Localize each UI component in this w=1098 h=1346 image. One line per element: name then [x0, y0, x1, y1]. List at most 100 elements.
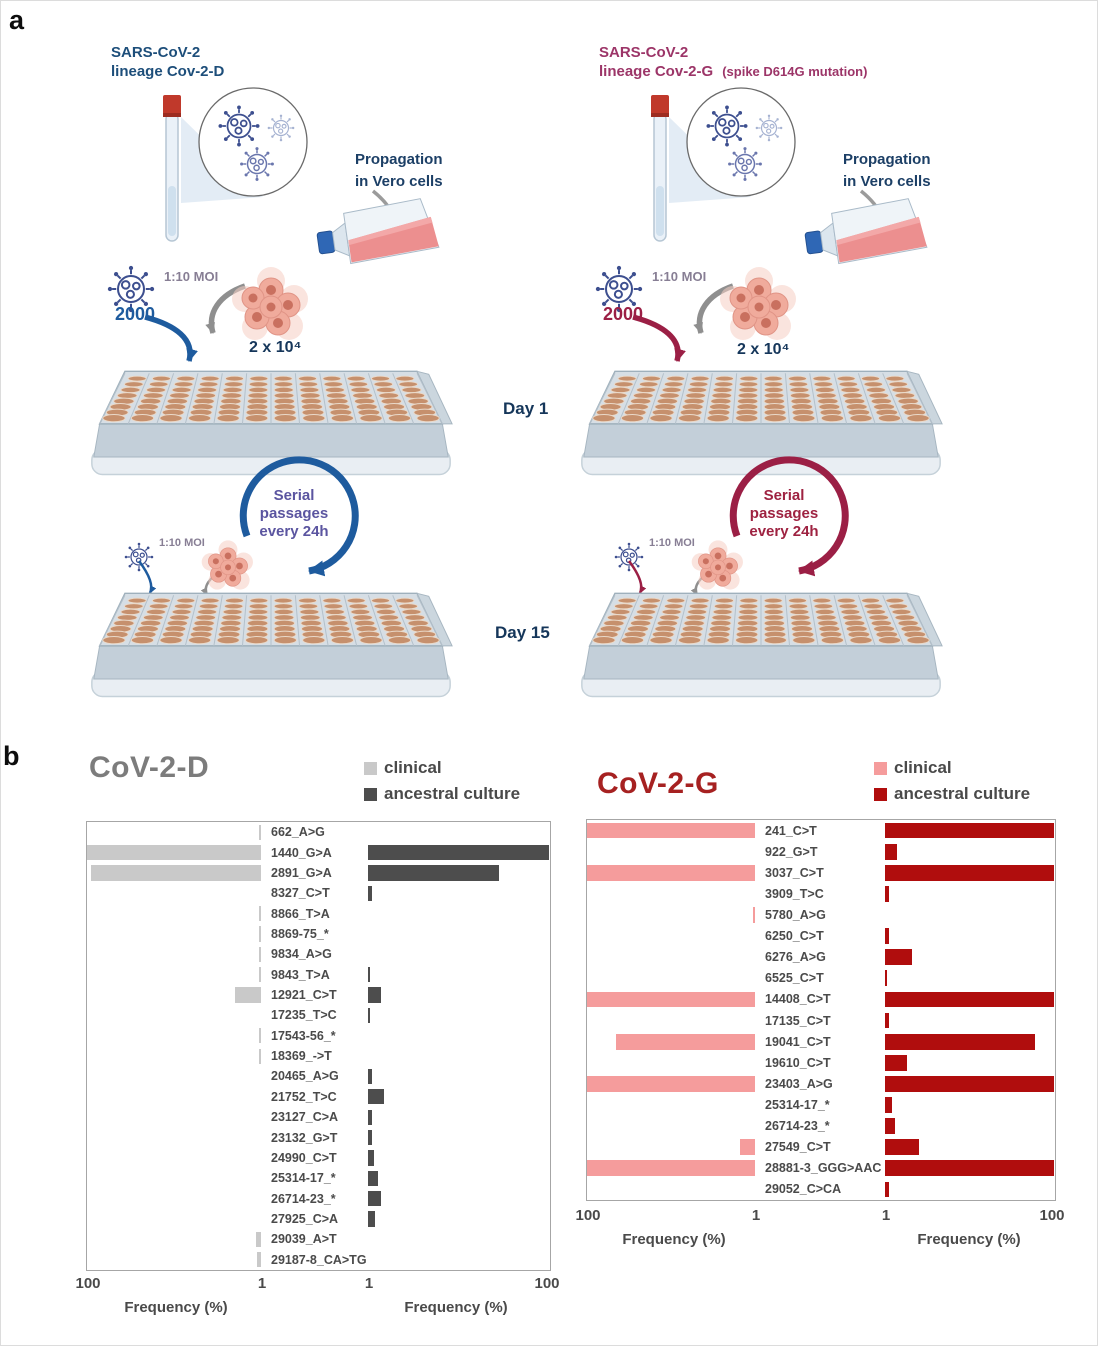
mutation-label: 5780_A>G — [765, 907, 826, 922]
ancestral-frequency-bar — [368, 1109, 372, 1125]
mutation-row: 23127_C>A — [87, 1107, 550, 1127]
tick-100-right: 100 — [1039, 1207, 1065, 1224]
inoculum-arrow-icon — [632, 314, 686, 362]
mutation-row: 1440_G>A — [87, 842, 550, 862]
ancestral-frequency-bar — [368, 1150, 374, 1166]
mutation-row: 19610_C>T — [587, 1052, 1055, 1073]
ancestral-frequency-bar — [885, 928, 889, 945]
ancestral-frequency-bar — [885, 1139, 919, 1156]
clinical-frequency-bar — [259, 905, 261, 922]
lineage-name: lineage Cov-2-G — [599, 63, 714, 80]
mutation-row: 18369_->T — [87, 1046, 550, 1066]
mutation-label: 9834_A>G — [271, 947, 332, 962]
96-well-plate-icon — [86, 583, 456, 701]
mutation-label: 26714-23_* — [271, 1191, 336, 1206]
ancestral-frequency-bar — [885, 1160, 1054, 1177]
mutation-label: 6525_C>T — [765, 971, 824, 986]
tick-1-right: 1 — [364, 1275, 374, 1292]
mutation-row: 29052_C>CA — [587, 1179, 1055, 1200]
mutation-row: 922_G>T — [587, 841, 1055, 862]
clinical-frequency-bar — [740, 1139, 755, 1156]
ancestral-frequency-bar — [885, 1012, 889, 1029]
mutation-label: 23132_G>T — [271, 1130, 338, 1145]
inoculum-arrow-icon — [144, 314, 198, 362]
mutation-row: 27549_C>T — [587, 1137, 1055, 1158]
serial-line2: passages — [749, 505, 819, 522]
mutation-row: 17543-56_* — [87, 1026, 550, 1046]
mutation-label: 29187-8_CA>TG — [271, 1252, 367, 1267]
legend-item-clinical: clinical — [364, 758, 520, 778]
ancestral-frequency-bar — [885, 949, 913, 966]
clinical-frequency-bar — [259, 946, 261, 962]
lineage-title-cov2d: SARS-CoV-2 lineage Cov-2-D — [111, 43, 224, 81]
mutation-label: 27925_C>A — [271, 1212, 339, 1226]
mutation-row: 3909_T>C — [587, 883, 1055, 904]
legend-cov2g: clinical ancestral culture — [874, 758, 1030, 804]
legend-label-ancestral: ancestral culture — [384, 784, 521, 803]
legend-swatch-clinical — [364, 761, 377, 775]
ancestral-frequency-bar — [368, 967, 370, 983]
96-well-plate-icon — [576, 583, 946, 701]
xlabel-left: Frequency (%) — [622, 1231, 726, 1248]
ancestral-frequency-bar — [885, 1033, 1036, 1050]
mutation-label: 27549_C>T — [765, 1140, 831, 1155]
mutation-label: 17135_C>T — [765, 1013, 831, 1028]
clinical-frequency-bar — [257, 1252, 261, 1268]
mutation-row: 241_C>T — [587, 820, 1055, 841]
cells-cluster-icon — [231, 265, 311, 345]
x-axis-cov2g: 100 1 1 100 Frequency (%) Frequency (%) — [575, 1207, 1064, 1267]
panel-b-label: b — [3, 741, 20, 771]
serial-passages-label: Serial passages every 24h — [239, 487, 349, 541]
chart-title-cov2g: CoV-2-G — [597, 767, 719, 800]
culture-flask-icon — [803, 195, 931, 271]
cell-count-label: 2 x 10⁴ — [737, 341, 790, 358]
mutation-label: 28881-3_GGG>AAC — [765, 1161, 882, 1176]
mutation-row: 29187-8_CA>TG — [87, 1250, 550, 1270]
mutation-row: 24990_C>T — [87, 1148, 550, 1168]
mutation-row: 2891_G>A — [87, 863, 550, 883]
tick-100-left: 100 — [75, 1275, 101, 1292]
clinical-frequency-bar — [259, 1048, 261, 1064]
mutation-row: 20465_A>G — [87, 1066, 550, 1086]
propagation-label: Propagation in Vero cells — [355, 149, 443, 193]
propagation-line1: Propagation — [843, 151, 931, 168]
clinical-frequency-bar — [753, 907, 755, 923]
ancestral-frequency-bar — [885, 1097, 892, 1113]
mutation-row: 21752_T>C — [87, 1087, 550, 1107]
mutation-row: 8327_C>T — [87, 883, 550, 903]
xlabel-right: Frequency (%) — [917, 1231, 1021, 1248]
mutation-label: 8869-75_* — [271, 926, 329, 941]
mutation-row: 17135_C>T — [587, 1010, 1055, 1031]
legend-swatch-clinical — [874, 761, 887, 775]
mutation-row: 26714-23_* — [587, 1116, 1055, 1137]
mutation-row: 12921_C>T — [87, 985, 550, 1005]
panel-a-label: a — [9, 5, 25, 35]
mutation-row: 17235_T>C — [87, 1005, 550, 1025]
legend-item-ancestral: ancestral culture — [364, 784, 520, 804]
ancestral-frequency-bar — [885, 1181, 889, 1198]
mutation-row: 25314-17_* — [87, 1168, 550, 1188]
ancestral-frequency-bar — [368, 1089, 384, 1105]
day1-label: Day 1 — [503, 399, 549, 418]
small-inoculum-arrow-icon — [137, 560, 157, 594]
ancestral-frequency-bar — [368, 1211, 376, 1227]
mutation-label: 662_A>G — [271, 825, 325, 840]
mutation-label: 922_G>T — [765, 844, 818, 859]
serial-line1: Serial — [273, 487, 315, 504]
legend-label-clinical: clinical — [384, 758, 442, 777]
mutation-row: 6525_C>T — [587, 968, 1055, 989]
mutation-row: 9834_A>G — [87, 944, 550, 964]
legend-label-clinical: clinical — [894, 758, 952, 777]
mutation-label: 19041_C>T — [765, 1034, 831, 1049]
mutation-row: 14408_C>T — [587, 989, 1055, 1010]
mutation-label: 3037_C>T — [765, 865, 824, 880]
ancestral-frequency-bar — [885, 885, 889, 902]
small-inoculum-arrow-icon — [627, 560, 647, 594]
tick-1-right: 1 — [881, 1207, 891, 1224]
mutation-row: 662_A>G — [87, 822, 550, 842]
lineage-line2: lineage Cov-2-D — [111, 63, 225, 80]
clinical-frequency-bar — [91, 865, 261, 881]
ancestral-frequency-bar — [368, 987, 382, 1003]
